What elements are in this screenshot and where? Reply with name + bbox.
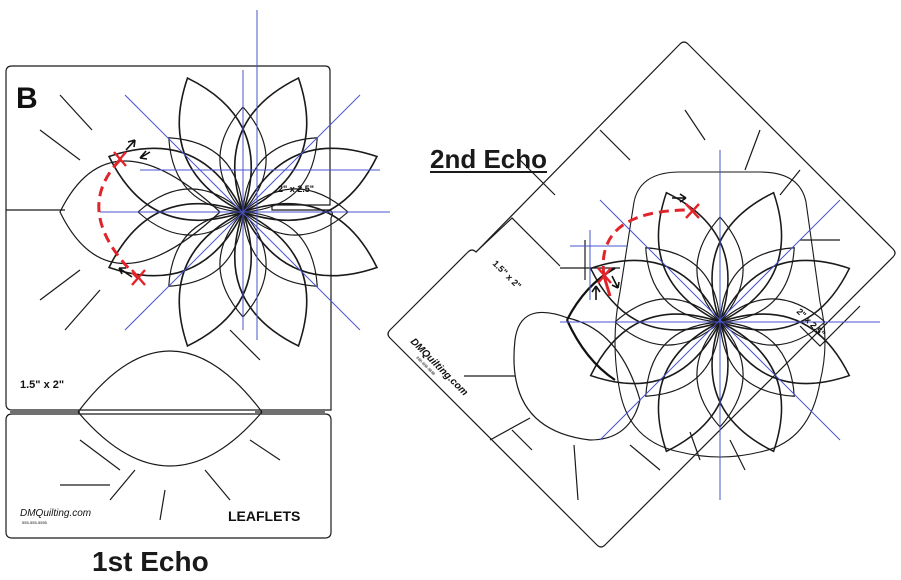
direction-arrow-icon <box>125 139 136 151</box>
direction-arrow-icon <box>139 150 151 160</box>
right-flower <box>578 171 862 464</box>
right-template-board <box>387 41 896 548</box>
left-size-label-bottom: 1.5" x 2" <box>20 379 64 391</box>
template-letter: B <box>16 82 38 115</box>
direction-arrow-icon <box>591 285 601 300</box>
left-phone: 555-555-5555 <box>22 520 48 525</box>
end-marker-icon <box>131 269 146 286</box>
left-guide-lines <box>100 10 390 340</box>
end-marker-icon <box>685 203 700 219</box>
start-marker-icon <box>113 151 127 167</box>
left-template <box>5 65 333 539</box>
right-guide-lines <box>560 150 880 500</box>
second-echo-caption: 2nd Echo <box>430 144 548 174</box>
start-marker-icon <box>597 267 612 284</box>
left-lower-leaf-slot <box>77 350 263 467</box>
left-template-upper-board <box>5 65 333 411</box>
direction-arrow-icon <box>672 193 687 203</box>
left-template-name: LEAFLETS <box>228 508 300 524</box>
left-stitch-path <box>97 139 151 286</box>
right-stitch-path <box>591 193 700 300</box>
direction-arrow-icon <box>611 275 620 289</box>
left-brand: DMQuilting.com <box>20 508 91 519</box>
left-size-label-top: 2" x 2.5" <box>278 184 314 194</box>
direction-arrow-icon <box>118 267 133 278</box>
right-leaf-slot <box>513 311 641 441</box>
right-template <box>387 41 896 548</box>
first-echo-caption: 1st Echo <box>92 546 209 577</box>
